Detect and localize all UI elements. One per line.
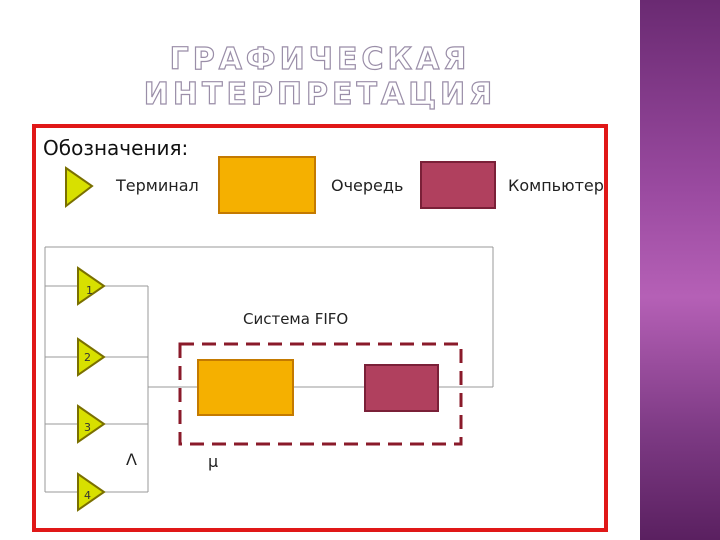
terminal-4-number: 4: [84, 489, 91, 502]
lambda-label: Λ: [126, 450, 137, 469]
fifo-system-label: Система FIFO: [243, 310, 349, 328]
legend-computer-box: [420, 161, 496, 209]
fifo-system-border: [178, 342, 463, 446]
terminal-4-icon: [77, 472, 106, 512]
terminal-1-number: 1: [86, 284, 93, 297]
legend-queue-box: [218, 156, 316, 214]
legend-frame: [32, 124, 608, 532]
connection-lines: [44, 246, 494, 493]
terminal-1-icon: [77, 266, 106, 306]
terminal-4: 4: [77, 472, 106, 512]
terminal-2-icon: [77, 337, 106, 377]
legend-terminal-label: Терминал: [116, 176, 199, 195]
terminal-3-number: 3: [84, 421, 91, 434]
terminal-3: 3: [77, 404, 106, 444]
terminal-2-number: 2: [84, 351, 91, 364]
decorative-side-panel: [640, 0, 720, 540]
terminal-3-icon: [77, 404, 106, 444]
system-computer-box: [364, 364, 439, 412]
terminal-2: 2: [77, 337, 106, 377]
system-queue-box: [197, 359, 294, 416]
mu-label: μ: [208, 452, 219, 471]
legend-queue-label: Очередь: [331, 176, 404, 195]
terminal-1: 1: [77, 266, 106, 306]
legend-terminal-icon: [65, 166, 94, 209]
legend-heading: Обозначения:: [43, 136, 189, 160]
slide-title: ГРАФИЧЕСКАЯ ИНТЕРПРЕТАЦИЯ: [143, 41, 497, 112]
legend-computer-label: Компьютер: [508, 176, 604, 195]
